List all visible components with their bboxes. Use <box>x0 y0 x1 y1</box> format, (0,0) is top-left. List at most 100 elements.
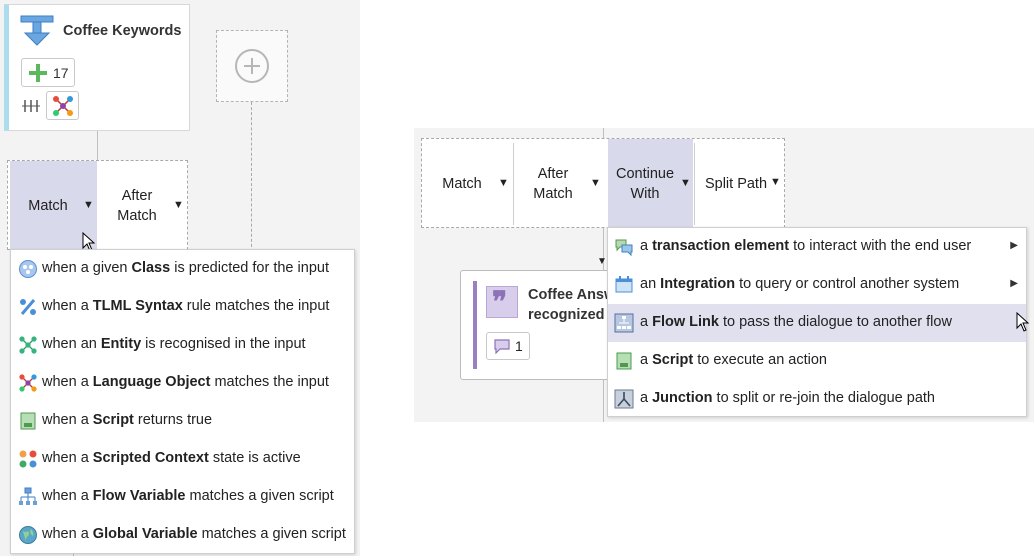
tab-split-path[interactable]: Split Path ▼ <box>695 139 784 227</box>
tab-after-match[interactable]: After Match ▼ <box>98 161 188 249</box>
tab-match[interactable]: Match ▼ <box>422 139 512 227</box>
connector-arrow-icon: ▼ <box>597 256 607 267</box>
label-prefix: when a <box>42 374 93 390</box>
dropdown-arrow-icon[interactable]: ▼ <box>173 199 184 211</box>
submenu-arrow-icon: ▶ <box>1010 278 1018 289</box>
menu-item-flow-link[interactable]: a Flow Link to pass the dialogue to anot… <box>608 304 1026 342</box>
menu-item-label: when a given Class is predicted for the … <box>42 260 329 276</box>
add-flow-slot[interactable] <box>216 30 288 102</box>
tab-label: Continue With <box>615 166 675 202</box>
flow-variable-icon <box>19 487 37 505</box>
global-variable-icon <box>19 526 37 544</box>
tab-continue-with[interactable]: Continue With ▼ <box>608 139 693 227</box>
add-circle-icon[interactable] <box>235 49 269 83</box>
menu-item-label: when an Entity is recognised in the inpu… <box>42 336 306 352</box>
answer-accent-bar <box>473 281 477 369</box>
menu-item-script[interactable]: when a Script returns true <box>11 402 354 440</box>
dropdown-arrow-icon[interactable]: ▼ <box>83 199 94 211</box>
class-icon <box>19 260 37 278</box>
menu-item-script[interactable]: a Script to execute an action <box>608 342 1026 380</box>
menu-item-label: a transaction element to interact with t… <box>640 238 971 254</box>
settings-sliders-icon[interactable] <box>21 97 41 115</box>
label-prefix: a <box>640 314 653 330</box>
connector-line <box>603 128 604 138</box>
menu-item-entity[interactable]: when an Entity is recognised in the inpu… <box>11 326 354 364</box>
label-prefix: when a <box>42 526 93 542</box>
label-keyword: Language Object <box>92 374 211 390</box>
label-suffix: is predicted for the input <box>170 260 329 276</box>
tab-label: Match <box>442 176 482 192</box>
dropdown-arrow-icon[interactable]: ▼ <box>590 177 601 189</box>
integration-icon <box>615 276 633 293</box>
label-keyword: Global Variable <box>92 526 198 542</box>
label-suffix: to pass the dialogue to another flow <box>718 314 952 330</box>
menu-item-flow-variable[interactable]: when a Flow Variable matches a given scr… <box>11 478 354 516</box>
label-suffix: matches a given script <box>197 526 346 542</box>
entity-icon <box>19 336 37 354</box>
menu-item-label: when a Flow Variable matches a given scr… <box>42 488 334 504</box>
tab-label: Split Path <box>704 176 768 192</box>
menu-item-transaction-element[interactable]: a transaction element to interact with t… <box>608 228 1026 266</box>
tab-label: After Match <box>533 166 573 202</box>
label-keyword: Integration <box>660 276 736 292</box>
menu-item-scripted-context[interactable]: when a Scripted Context state is active <box>11 440 354 478</box>
label-prefix: when a <box>42 488 93 504</box>
label-prefix: when a given <box>42 260 132 276</box>
label-prefix: a <box>640 390 653 406</box>
tab-label: Match <box>28 198 68 214</box>
speech-bubble-icon <box>494 339 510 354</box>
answer-count: 1 <box>515 338 523 354</box>
transaction-icon <box>615 239 633 257</box>
flow-title: Coffee Keywords <box>63 23 182 39</box>
label-keyword: Class <box>131 260 171 276</box>
trigger-count-button[interactable]: 17 <box>21 58 75 87</box>
label-suffix: returns true <box>133 412 213 428</box>
answer-card[interactable]: ❞ Coffee Answ recognized 1 <box>460 270 620 380</box>
match-dropdown-menu: when a given Class is predicted for the … <box>10 249 355 554</box>
menu-item-label: when a Script returns true <box>42 412 212 428</box>
answer-count-button[interactable]: 1 <box>486 332 530 360</box>
label-prefix: a <box>640 238 653 254</box>
junction-icon <box>614 389 634 409</box>
label-keyword: transaction element <box>652 238 790 254</box>
label-keyword: Script <box>92 412 134 428</box>
menu-item-class[interactable]: when a given Class is predicted for the … <box>11 250 354 288</box>
menu-item-label: a Junction to split or re-join the dialo… <box>640 390 935 406</box>
label-keyword: Entity <box>100 336 142 352</box>
label-prefix: when a <box>42 450 93 466</box>
left-tab-bar: Match ▼ After Match ▼ <box>7 160 188 250</box>
label-suffix: is recognised in the input <box>141 336 306 352</box>
menu-item-global-variable[interactable]: when a Global Variable matches a given s… <box>11 516 354 554</box>
connector-dashed <box>251 102 252 252</box>
menu-item-label: when a TLML Syntax rule matches the inpu… <box>42 298 329 314</box>
menu-item-label: when a Language Object matches the input <box>42 374 329 390</box>
menu-item-label: a Script to execute an action <box>640 352 827 368</box>
flow-card[interactable]: Coffee Keywords 17 <box>4 4 190 131</box>
label-suffix: matches the input <box>210 374 329 390</box>
flow-trigger-icon <box>20 15 54 46</box>
label-suffix: to split or re-join the dialogue path <box>712 390 935 406</box>
label-suffix: matches a given script <box>185 488 334 504</box>
language-object-button[interactable] <box>46 91 79 120</box>
plus-green-icon <box>29 64 47 82</box>
tab-after-match[interactable]: After Match ▼ <box>514 139 606 227</box>
tab-label: After Match <box>117 188 157 224</box>
menu-item-junction[interactable]: a Junction to split or re-join the dialo… <box>608 380 1026 418</box>
mouse-cursor-icon <box>1016 312 1030 332</box>
label-suffix: to interact with the end user <box>789 238 972 254</box>
menu-item-tlml-syntax[interactable]: when a TLML Syntax rule matches the inpu… <box>11 288 354 326</box>
dropdown-arrow-icon[interactable]: ▼ <box>498 177 509 189</box>
menu-item-integration[interactable]: an Integration to query or control anoth… <box>608 266 1026 304</box>
tab-divider <box>694 143 695 225</box>
dropdown-arrow-icon[interactable]: ▼ <box>680 177 691 189</box>
label-suffix: to query or control another system <box>735 276 960 292</box>
scripted-context-icon <box>19 450 37 468</box>
label-suffix: state is active <box>208 450 301 466</box>
flow-link-icon <box>614 313 634 333</box>
label-suffix: to execute an action <box>693 352 828 368</box>
trigger-count: 17 <box>53 65 69 81</box>
menu-item-language-object[interactable]: when a Language Object matches the input <box>11 364 354 402</box>
quote-icon: ❞ <box>486 285 518 318</box>
dropdown-arrow-icon[interactable]: ▼ <box>770 176 781 188</box>
label-keyword: Script <box>652 352 694 368</box>
